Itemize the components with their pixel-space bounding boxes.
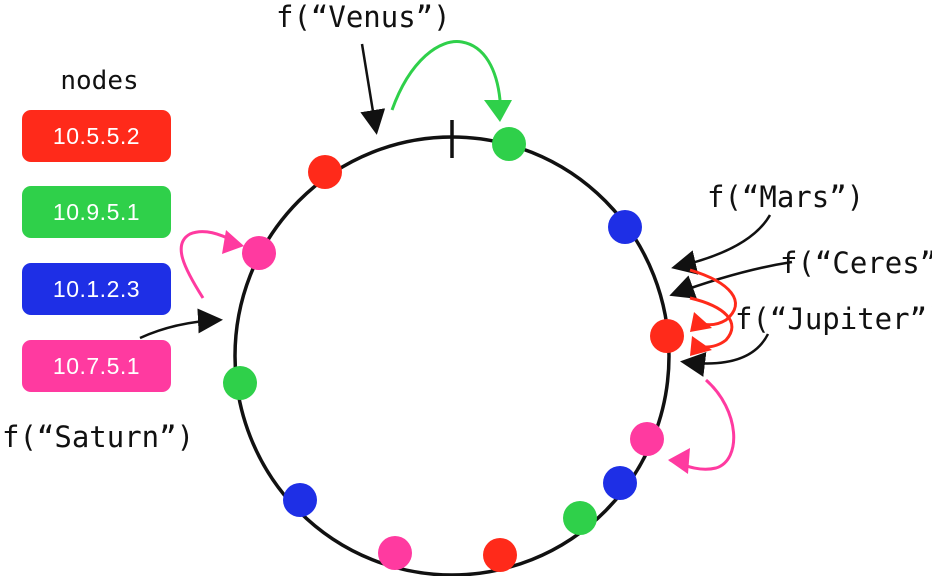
node-legend-pink: 10.7.5.1 [22, 340, 171, 392]
ring-node-blue [603, 466, 637, 500]
node-legend-red: 10.5.5.2 [22, 110, 171, 162]
node-legend-blue: 10.1.2.3 [22, 263, 171, 315]
key-label-jupiter: f(“Jupiter”) [735, 302, 932, 336]
ceres-pointer-arrow [669, 260, 793, 299]
ring-node-red [650, 319, 684, 353]
ring-node-red [308, 155, 342, 189]
jupiter-pointer-arrow [680, 333, 770, 377]
key-label-ceres: f(“Ceres”) [780, 246, 932, 280]
ring-node-green [563, 501, 597, 535]
node-legend-green: 10.9.5.1 [22, 186, 171, 238]
key-label-venus: f(“Venus”) [276, 0, 451, 34]
venus-pointer-arrow [360, 43, 386, 135]
saturn-assignment-arrow [179, 230, 237, 299]
ring-node-blue [608, 210, 642, 244]
key-label-mars: f(“Mars”) [707, 180, 865, 214]
ring-node-blue [283, 483, 317, 517]
ring-node-green [223, 366, 257, 400]
venus-assignment-arrow [390, 40, 502, 111]
saturn-arrowhead [222, 230, 244, 254]
mars-pointer-arrow [671, 214, 772, 275]
ring-node-pink [630, 422, 664, 456]
mars-arrowhead [690, 312, 712, 332]
saturn-pointer-arrow [139, 308, 223, 340]
ring-node-pink [242, 236, 276, 270]
ring-node-red [483, 538, 517, 572]
ring-node-pink [378, 536, 412, 570]
ceres-arrowhead [690, 336, 712, 356]
legend-title: nodes [60, 66, 139, 96]
venus-arrowhead [484, 100, 512, 122]
key-label-saturn: f(“Saturn”) [2, 420, 195, 454]
right-arrowhead [668, 448, 690, 474]
ring-node-green [492, 127, 526, 161]
